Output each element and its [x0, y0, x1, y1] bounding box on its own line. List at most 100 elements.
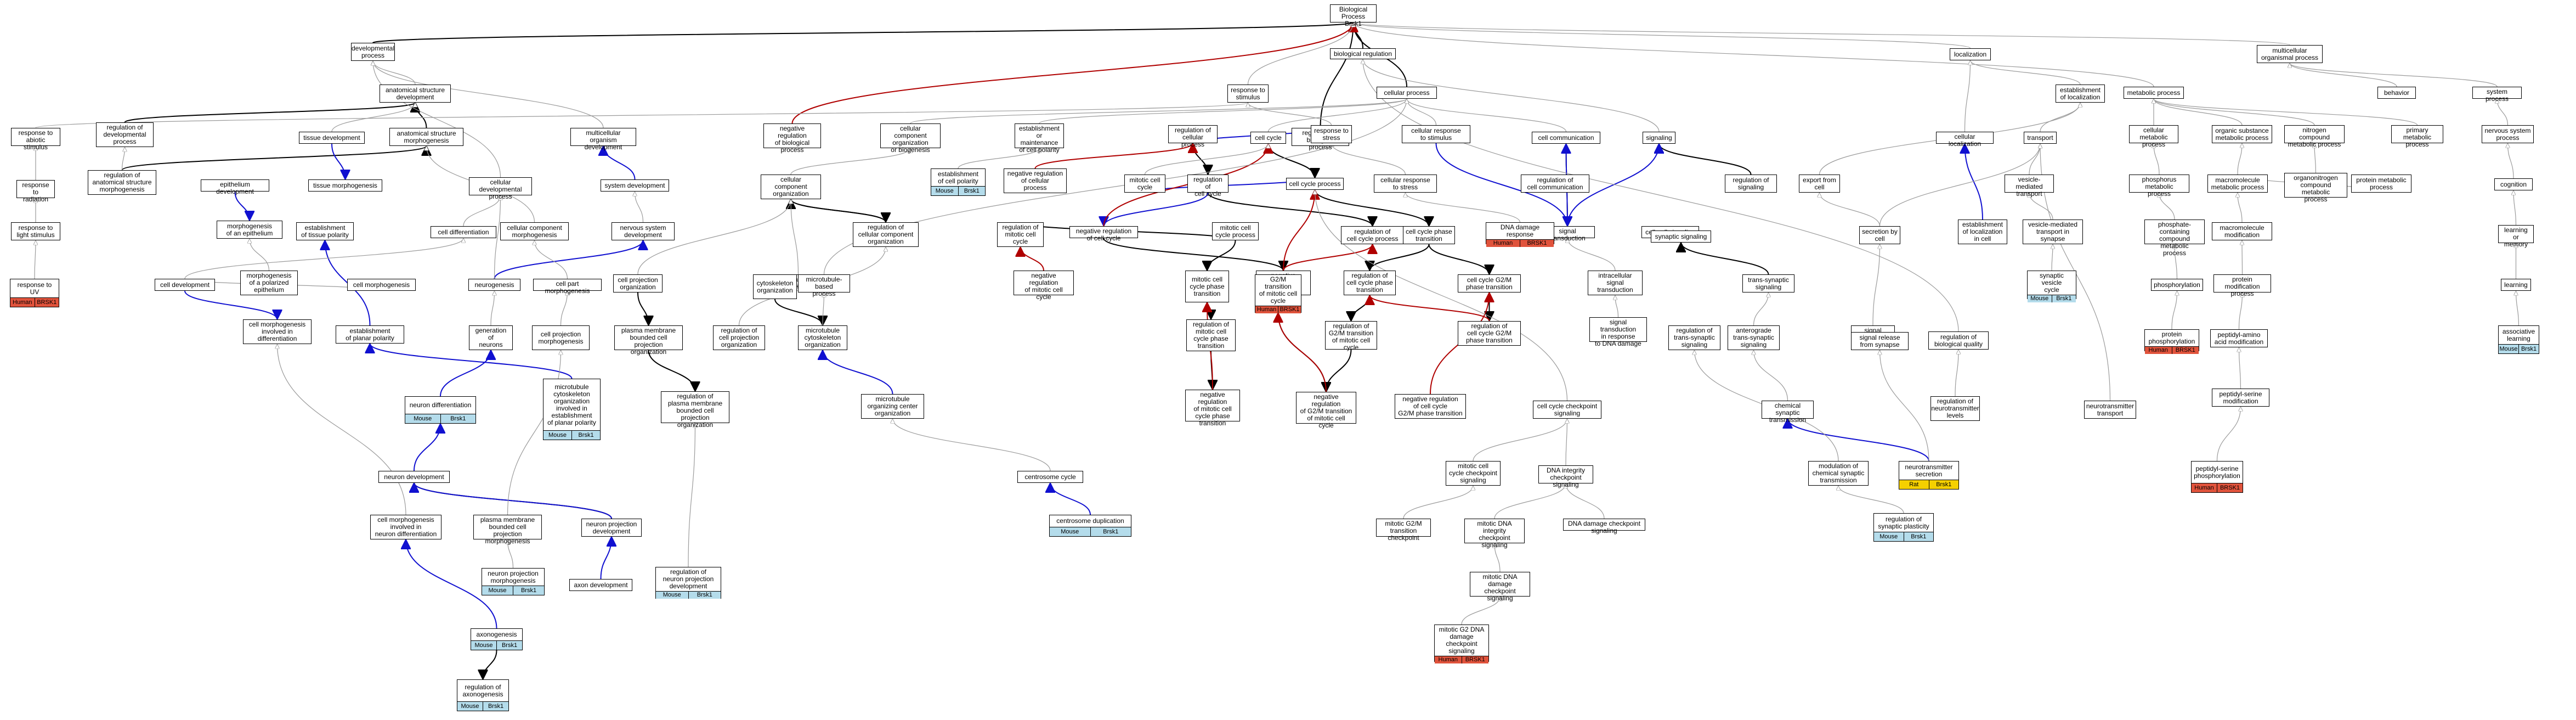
go-term-celldev[interactable]: cell development: [155, 279, 215, 291]
go-term-pss[interactable]: peptidyl-serine modification: [2212, 389, 2269, 407]
go-term-csd[interactable]: centrosome cycle: [1017, 471, 1083, 483]
go-term-bioreg[interactable]: biological regulation: [1330, 48, 1396, 59]
go-term-srfs[interactable]: signal release from synapse: [1851, 332, 1909, 350]
go-term-rcc[interactable]: regulation of cell cycle: [1187, 175, 1228, 198]
go-term-cloc[interactable]: cellular localization: [1936, 132, 1994, 148]
go-term-ist[interactable]: intracellular signal transduction: [1588, 271, 1643, 295]
go-term-rnpd[interactable]: regulation of neuron projection developm…: [655, 567, 721, 599]
go-term-rlight[interactable]: response to light stimulus: [11, 222, 60, 240]
go-term-dev[interactable]: developmental process: [351, 43, 395, 61]
go-term-rtss[interactable]: regulation of trans-synaptic signaling: [1668, 325, 1720, 350]
go-term-secbycell[interactable]: secretion by cell: [1859, 226, 1900, 244]
go-term-rcp[interactable]: regulation of cellular process: [1168, 125, 1218, 148]
go-term-multi[interactable]: multicellular organismal process: [2257, 45, 2323, 63]
go-term-npd[interactable]: neuron projection development: [581, 519, 642, 537]
go-term-sysp[interactable]: system process: [2472, 87, 2522, 103]
go-term-est[interactable]: establishment of localization: [2056, 85, 2105, 103]
go-term-nrcc[interactable]: negative regulation of cell cycle: [1069, 226, 1138, 242]
go-term-rasm[interactable]: regulation of anatomical structure morph…: [88, 170, 156, 195]
go-term-rcpo[interactable]: regulation of cell projection organizati…: [713, 325, 765, 350]
go-term-paamod[interactable]: peptidyl-amino acid modification: [2210, 329, 2268, 347]
go-term-mdnadc[interactable]: mitotic DNA damage checkpoint signaling: [1470, 572, 1530, 602]
go-term-nsp[interactable]: nervous system process: [2482, 125, 2534, 143]
go-term-vmts[interactable]: vesicle-mediated transport in synapse: [2023, 220, 2083, 244]
go-term-mcst[interactable]: modulation of chemical synaptic transmis…: [1808, 461, 1869, 486]
go-term-mtbp[interactable]: microtubule-based process: [798, 274, 850, 297]
go-term-pmprocess[interactable]: phosphorus metabolic process: [2129, 175, 2189, 198]
go-term-rts[interactable]: response to stimulus: [1227, 85, 1269, 103]
go-term-cpmorph[interactable]: cell projection morphogenesis: [532, 325, 590, 350]
go-term-tismorph[interactable]: tissue morphogenesis: [308, 179, 382, 192]
go-term-axdev[interactable]: axon development: [569, 579, 632, 591]
go-term-crstress[interactable]: cellular response to stress: [1374, 175, 1437, 193]
go-term-rmcc[interactable]: regulation of mitotic cell cycle: [997, 222, 1044, 247]
go-term-cco[interactable]: cellular component organization: [761, 175, 821, 199]
go-term-macmod[interactable]: macromolecule modification: [2212, 222, 2272, 240]
go-term-tisdev[interactable]: tissue development: [299, 132, 365, 144]
go-term-asm[interactable]: anatomical structure morphogenesis: [389, 128, 463, 146]
go-term-rccp[interactable]: regulation of cell cycle process: [1341, 226, 1404, 244]
go-term-rccpt[interactable]: regulation of cell cycle phase transitio…: [1344, 271, 1396, 295]
go-term-rnl[interactable]: regulation of neurotransmitter levels: [1930, 396, 1980, 421]
go-term-rg2m[interactable]: regulation of G2/M transition of mitotic…: [1325, 321, 1377, 351]
go-term-ccpt[interactable]: cell cycle phase transition: [1403, 226, 1455, 244]
go-term-oncmp[interactable]: organonitrogen compound metabolic proces…: [2284, 173, 2347, 203]
go-term-eloc[interactable]: establishment of localization in cell: [1958, 220, 2007, 244]
go-term-ndev[interactable]: neuron development: [378, 471, 450, 483]
go-term-osmp[interactable]: organic substance metabolic process: [2212, 125, 2272, 143]
go-term-pmp[interactable]: primary metabolic process: [2391, 125, 2443, 148]
go-term-ccob[interactable]: cellular component organization or bioge…: [880, 123, 941, 154]
go-term-nrmcc[interactable]: negative regulation of mitotic cell cycl…: [1014, 271, 1074, 301]
go-term-cp[interactable]: cellular process: [1377, 87, 1437, 99]
go-term-rbq[interactable]: regulation of biological quality: [1928, 331, 1989, 350]
go-term-pmbcpo[interactable]: plasma membrane bounded cell projection …: [614, 325, 683, 356]
go-term-nrmccpt[interactable]: negative regulation of mitotic cell cycl…: [1185, 390, 1240, 427]
go-term-rrad[interactable]: response to radiation: [16, 180, 55, 203]
go-term-dnaint[interactable]: DNA integrity checkpoint signaling: [1538, 465, 1593, 488]
go-term-behav[interactable]: behavior: [2377, 87, 2416, 99]
go-term-atss[interactable]: anterograde trans-synaptic signaling: [1728, 325, 1780, 350]
go-term-ncmp[interactable]: nitrogen compound metabolic process: [2284, 125, 2345, 148]
go-term-transp[interactable]: transport: [2024, 132, 2057, 144]
go-term-cogn[interactable]: cognition: [2494, 178, 2533, 190]
go-term-moe[interactable]: morphogenesis of an epithelium: [217, 221, 282, 239]
go-term-rstress[interactable]: response to stress: [1311, 125, 1352, 143]
go-term-ccg2m[interactable]: cell cycle G2/M phase transition: [1458, 274, 1521, 292]
go-term-neurogen[interactable]: neurogenesis: [468, 279, 520, 291]
go-term-exc[interactable]: export from cell: [1799, 175, 1840, 193]
go-term-rdp[interactable]: regulation of developmental process: [96, 122, 154, 147]
go-term-mtco[interactable]: microtubule cytoskeleton organization: [798, 325, 847, 350]
go-term-bp[interactable]: Biological Process Brsk1: [1330, 4, 1377, 27]
go-term-epidev[interactable]: epithelium development: [201, 179, 269, 195]
go-term-sig[interactable]: signaling: [1643, 132, 1675, 144]
go-term-pmbcpm[interactable]: plasma membrane bounded cell projection …: [473, 515, 542, 545]
go-term-mccp[interactable]: mitotic cell cycle process: [1212, 222, 1259, 240]
go-term-macmp[interactable]: macromolecule metabolic process: [2207, 175, 2268, 193]
go-term-rab[interactable]: response to abiotic stimulus: [11, 128, 60, 151]
go-term-asd[interactable]: anatomical structure development: [380, 85, 451, 103]
go-term-cpo[interactable]: cell projection organization: [613, 274, 663, 292]
go-term-metab[interactable]: metabolic process: [2124, 87, 2184, 99]
go-term-learning[interactable]: learning: [2501, 279, 2531, 291]
go-term-nsd[interactable]: nervous system development: [612, 222, 675, 240]
go-term-cst[interactable]: chemical synaptic transmission: [1762, 401, 1814, 424]
go-term-stdna[interactable]: signal transduction in response to DNA d…: [1589, 317, 1647, 347]
go-term-mcc[interactable]: mitotic cell cycle: [1124, 175, 1165, 193]
go-term-sysdev[interactable]: system development: [601, 179, 669, 192]
go-term-ptmp[interactable]: phosphate-containing compound metabolic …: [2144, 220, 2205, 257]
go-term-mtoc[interactable]: microtubule organizing center organizati…: [861, 394, 924, 419]
go-term-loc[interactable]: localization: [1950, 48, 1991, 60]
go-term-learnmem[interactable]: learning or memory: [2498, 225, 2534, 248]
